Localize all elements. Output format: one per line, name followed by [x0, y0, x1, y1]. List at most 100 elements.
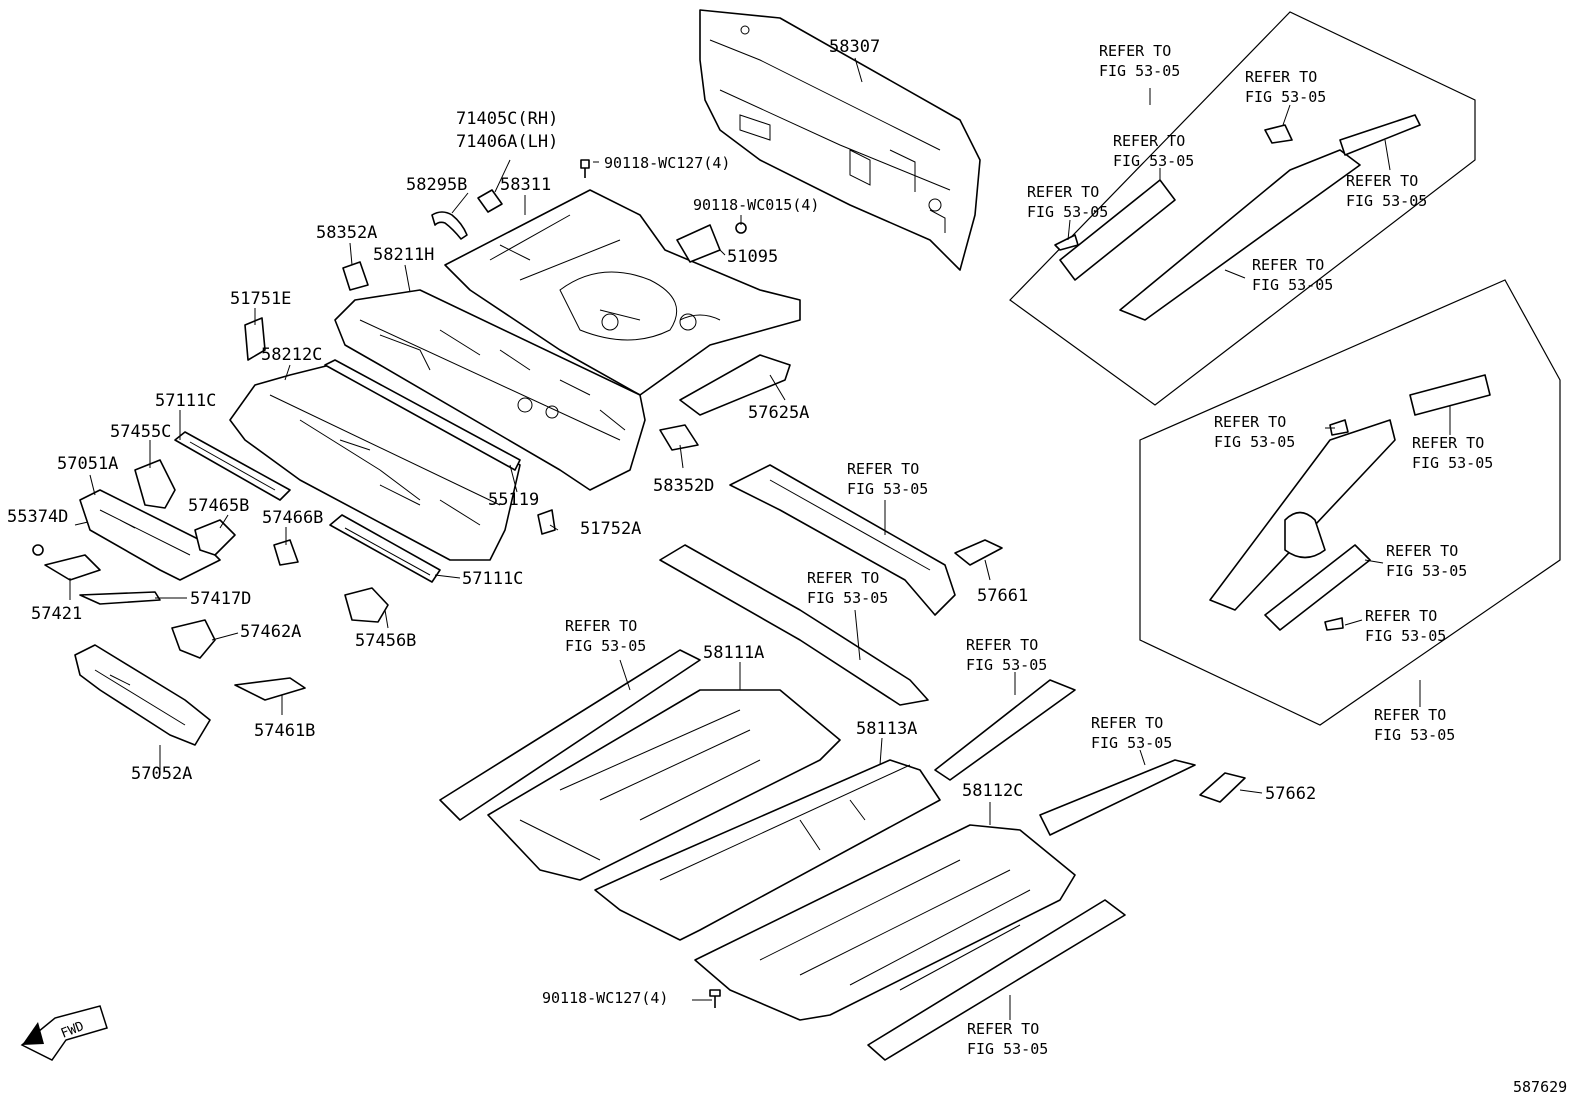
refer-callout-4: REFER TO FIG 53-05	[1027, 183, 1108, 221]
part-57661-plate	[954, 539, 1003, 566]
part-refer-tunnel-member	[729, 464, 956, 616]
part-inset-upper-rail	[1054, 114, 1421, 321]
label-58111a: 58111A	[703, 643, 764, 663]
refer-callout-6: REFER TO FIG 53-05	[1252, 256, 1333, 294]
part-57662-plate	[1199, 772, 1246, 803]
refer-line-2: FIG 53-05	[1027, 203, 1108, 221]
part-51095-bracket	[676, 224, 721, 263]
part-58212c-floor-panel	[229, 364, 521, 561]
refer-callout-3: REFER TO FIG 53-05	[1113, 132, 1194, 170]
label-57462a: 57462A	[240, 622, 301, 642]
part-51751e-bracket	[244, 317, 266, 361]
label-90118-wc015: 90118-WC015(4)	[693, 196, 819, 214]
refer-callout-13: REFER TO FIG 53-05	[807, 569, 888, 607]
refer-line-2: FIG 53-05	[847, 480, 928, 498]
part-55119-strip	[324, 359, 521, 471]
label-51095: 51095	[727, 247, 778, 267]
refer-line-1: REFER TO	[1365, 607, 1437, 625]
refer-line-1: REFER TO	[1113, 132, 1185, 150]
part-58113a-tunnel	[594, 759, 941, 941]
part-refer-side-rail-left	[659, 544, 929, 706]
refer-line-1: REFER TO	[1252, 256, 1324, 274]
refer-line-2: FIG 53-05	[967, 1040, 1048, 1058]
inset-frame-lower	[1139, 279, 1561, 726]
refer-callout-8: REFER TO FIG 53-05	[1412, 434, 1493, 472]
label-57662: 57662	[1265, 784, 1316, 804]
inset-frame-upper	[1009, 11, 1476, 406]
refer-line-1: REFER TO	[1346, 172, 1418, 190]
label-57051a: 57051A	[57, 454, 118, 474]
refer-line-2: FIG 53-05	[1099, 62, 1180, 80]
refer-line-1: REFER TO	[565, 617, 637, 635]
leader-lines	[69, 57, 1451, 1020]
label-57417d: 57417D	[190, 589, 251, 609]
refer-line-1: REFER TO	[1099, 42, 1171, 60]
label-71405c: 71405C(RH)	[456, 109, 558, 129]
refer-line-2: FIG 53-05	[1214, 433, 1295, 451]
refer-line-1: REFER TO	[1245, 68, 1317, 86]
label-58211h: 58211H	[373, 245, 434, 265]
part-57462a-bracket	[171, 619, 216, 659]
part-refer-sill-left	[439, 649, 701, 821]
refer-callout-2: REFER TO FIG 53-05	[1245, 68, 1326, 106]
part-57111c-bottom	[329, 514, 441, 583]
refer-line-1: REFER TO	[807, 569, 879, 587]
refer-line-2: FIG 53-05	[1365, 627, 1446, 645]
refer-callout-17: REFER TO FIG 53-05	[967, 1020, 1048, 1058]
part-57461b-plate	[234, 677, 306, 701]
label-71406a: 71406A(LH)	[456, 132, 558, 152]
refer-line-1: REFER TO	[966, 636, 1038, 654]
refer-line-2: FIG 53-05	[1091, 734, 1172, 752]
part-57625a-rail	[679, 354, 791, 416]
refer-line-2: FIG 53-05	[966, 656, 1047, 674]
refer-line-1: REFER TO	[847, 460, 919, 478]
refer-line-2: FIG 53-05	[1113, 152, 1194, 170]
part-refer-rocker-middle	[1039, 759, 1196, 836]
refer-line-2: FIG 53-05	[1386, 562, 1467, 580]
part-58111a-front-floor	[487, 689, 841, 881]
label-58295b: 58295B	[406, 175, 467, 195]
refer-line-2: FIG 53-05	[1374, 726, 1455, 744]
label-58212c: 58212C	[261, 345, 322, 365]
part-57421-plate	[44, 554, 101, 581]
part-57456b-bracket	[344, 587, 389, 623]
label-57466b: 57466B	[262, 508, 323, 528]
refer-callout-7: REFER TO FIG 53-05	[1214, 413, 1295, 451]
label-57455c: 57455C	[110, 422, 171, 442]
part-58352a-bracket	[342, 261, 369, 291]
refer-line-1: REFER TO	[1412, 434, 1484, 452]
label-57421: 57421	[31, 604, 82, 624]
refer-callout-16: REFER TO FIG 53-05	[1091, 714, 1172, 752]
part-57051a-rail	[79, 489, 221, 581]
label-57052a: 57052A	[131, 764, 192, 784]
refer-callout-15: REFER TO FIG 53-05	[966, 636, 1047, 674]
refer-line-1: REFER TO	[1091, 714, 1163, 732]
refer-callout-5: REFER TO FIG 53-05	[1346, 172, 1427, 210]
part-58311-rear-floor-pan	[444, 189, 801, 396]
label-57111c-top: 57111C	[155, 391, 216, 411]
label-57461b: 57461B	[254, 721, 315, 741]
refer-callout-14: REFER TO FIG 53-05	[565, 617, 646, 655]
label-90118-wc127-bottom: 90118-WC127(4)	[542, 989, 668, 1007]
refer-line-1: REFER TO	[1386, 542, 1458, 560]
refer-line-2: FIG 53-05	[565, 637, 646, 655]
refer-callout-1: REFER TO FIG 53-05	[1099, 42, 1180, 80]
refer-line-2: FIG 53-05	[1252, 276, 1333, 294]
label-57661: 57661	[977, 586, 1028, 606]
label-55119: 55119	[488, 490, 539, 510]
label-58307: 58307	[829, 37, 880, 57]
refer-line-2: FIG 53-05	[1346, 192, 1427, 210]
label-57465b: 57465B	[188, 496, 249, 516]
part-57465b-bracket	[194, 519, 236, 556]
diagram-number: 587629	[1513, 1078, 1567, 1096]
part-71405c-bracket	[477, 189, 503, 213]
part-58211h-center-floor	[334, 289, 646, 491]
refer-line-2: FIG 53-05	[1412, 454, 1493, 472]
part-58295b-bracket	[431, 211, 468, 240]
label-57625a: 57625A	[748, 403, 809, 423]
bolt-90118-wc127-top	[580, 159, 590, 178]
bolt-90118-wc015	[735, 222, 747, 234]
part-58112c-front-floor	[694, 824, 1076, 1021]
part-58352d-bracket	[659, 424, 699, 451]
